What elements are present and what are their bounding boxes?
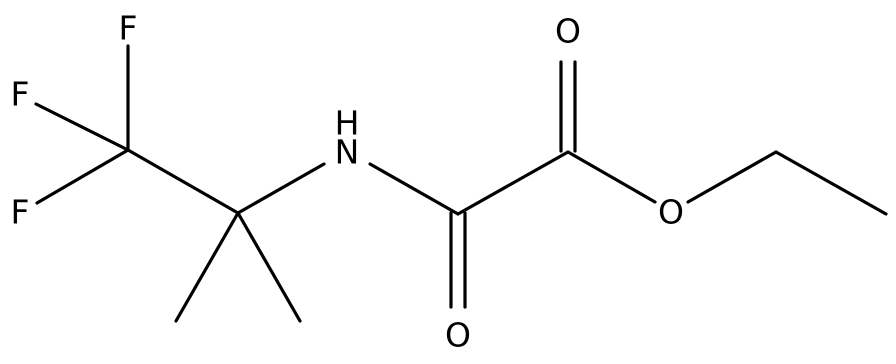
bond-c-f-left [34, 102, 130, 152]
bond-o-ch2 [686, 150, 778, 204]
bond-c-amide-c-ester [456, 150, 570, 216]
atom-o-ester: O [658, 193, 684, 232]
bond-cq-n [236, 162, 326, 215]
bond-c-ester-o [566, 150, 657, 204]
atom-o-carbonyl: O [555, 12, 581, 51]
bond-cq-methyl-right [236, 211, 302, 323]
atom-labels: F F F H N O O O [11, 9, 684, 355]
bond-n-c-amide [368, 162, 460, 216]
atom-f-top: F [119, 9, 138, 48]
atom-n: N [335, 133, 360, 172]
bond-cf3-cq [126, 148, 240, 215]
bond-ch2-ch3 [774, 150, 888, 216]
atom-o-amide: O [445, 316, 471, 355]
atom-f-left: F [11, 75, 30, 114]
atom-h-on-n: H [335, 104, 360, 143]
bond-lines [34, 44, 888, 323]
bond-c-f-bottom [35, 148, 130, 205]
bond-cq-methyl-left [174, 211, 240, 323]
atom-f-bottom: F [11, 193, 30, 232]
